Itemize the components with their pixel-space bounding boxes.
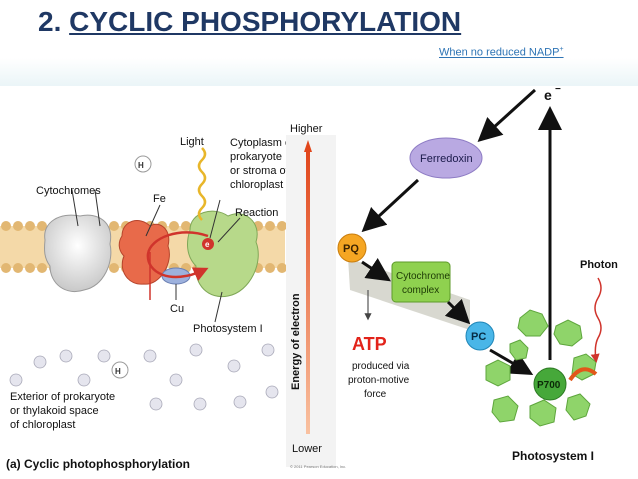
subtitle: When no reduced NADP+ (439, 46, 564, 59)
electron-flow-arrows (361, 88, 562, 376)
cytochrome-complex-node (391, 261, 451, 303)
electron-label-right: e (544, 87, 552, 103)
ferredoxin-label: Ferredoxin (420, 153, 473, 165)
subtitle-superscript: + (559, 46, 564, 53)
exterior-line-3: of chloroplast (10, 419, 75, 431)
energy-arrow-head (304, 140, 312, 152)
light-wave (197, 147, 207, 221)
cytoplasm-line-4: chloroplast (230, 179, 283, 191)
atp-note-line-1: produced via (352, 361, 410, 372)
energy-axis-background (286, 135, 336, 467)
left-panel: e H H Light C (0, 136, 295, 471)
electron-marker (202, 238, 214, 250)
arrow-pc-to-p700 (489, 348, 534, 376)
cytochromes-label: Cytochromes (36, 185, 101, 197)
cytoplasm-line-2: prokaryote (230, 151, 282, 163)
copyright: © 2011 Pearson Education, Inc. (290, 464, 346, 469)
reaction-label: Reaction (235, 207, 278, 219)
cytoplasm-line-3: or stroma of (230, 165, 290, 177)
cu-label: Cu (170, 303, 184, 315)
atp-label: ATP (352, 334, 387, 354)
light-label: Light (180, 136, 204, 148)
energy-lower-label: Lower (292, 443, 322, 455)
arrow-cytochrome-to-pc (444, 298, 471, 325)
page-title: 2. CYCLIC PHOSPHORYLATION (38, 6, 461, 38)
photosystem-complex (485, 309, 597, 427)
title-number: 2. (38, 6, 62, 37)
exterior-line-1: Exterior of prokaryote (10, 391, 115, 403)
cytochrome-protein (44, 214, 112, 292)
p700-label: P700 (537, 380, 561, 391)
arrow-ferredoxin-to-pq (361, 178, 420, 233)
photon-label: Photon (580, 259, 618, 271)
cyclic-electron-arrow (146, 231, 209, 282)
ferredoxin-node (409, 137, 483, 179)
p700-node (533, 367, 567, 401)
photosystem-label-left: Photosystem I (193, 323, 263, 335)
h-ion-pumped: H (115, 367, 121, 376)
electron-charge: − (555, 84, 561, 95)
photon-wave (590, 277, 602, 363)
h-ion-top: H (138, 161, 144, 170)
cytochrome-line-1: Cytochrome (396, 271, 450, 282)
atp-note-line-3: force (364, 389, 387, 400)
header-band (0, 58, 638, 88)
pq-label: PQ (343, 243, 359, 255)
energy-arrow-shaft (306, 150, 310, 434)
atp-note-line-2: proton-motive (348, 375, 410, 386)
exterior-line-2: or thylakoid space (10, 405, 99, 417)
photosystem-protein (187, 210, 259, 298)
pc-label: PC (471, 331, 486, 343)
pq-node (337, 233, 367, 263)
fe-label: Fe (153, 193, 166, 205)
right-panel: e − Ferredoxin PQ Cytochrome complex PC … (337, 84, 618, 463)
arrow-e-to-ferredoxin (477, 88, 537, 143)
pc-node (465, 321, 495, 351)
photosystem-label-right: Photosystem I (512, 449, 594, 463)
energy-higher-label: Higher (290, 123, 323, 135)
electron-label-left: e (205, 240, 210, 249)
leader-lines (71, 189, 241, 323)
subtitle-text: When no reduced NADP (439, 46, 560, 59)
energy-axis: Higher Lower Energy of electron © 2011 P… (286, 123, 346, 469)
caption: (a) Cyclic photophosphorylation (6, 457, 190, 471)
arrow-pq-to-cytochrome (361, 258, 391, 282)
cytochrome-line-2: complex (402, 285, 439, 296)
cytoplasm-line-1: Cytoplasm of (230, 137, 295, 149)
photon-absorption-mark (568, 367, 598, 382)
proton-ions: H H (9, 155, 279, 411)
energy-axis-label: Energy of electron (290, 293, 302, 390)
cytoplasm-label: Cytoplasm of prokaryote or stroma of chl… (230, 137, 295, 191)
title-text: CYCLIC PHOSPHORYLATION (69, 6, 462, 37)
exterior-label: Exterior of prokaryote or thylakoid spac… (10, 391, 115, 431)
